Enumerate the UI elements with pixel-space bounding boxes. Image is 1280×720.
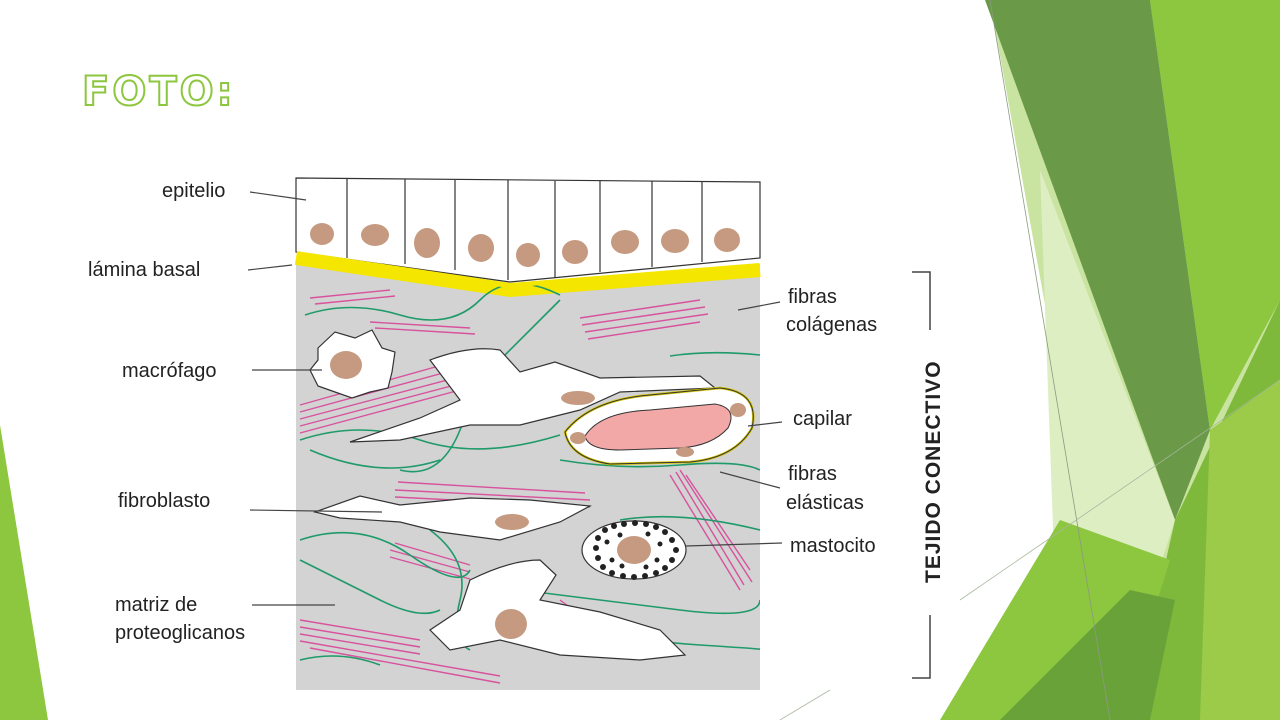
connective-tissue-bracket [912, 271, 931, 679]
basal-lamina [294, 251, 761, 298]
proteoglycan-matrix [296, 262, 760, 690]
deco-line-3 [779, 689, 831, 720]
right-mid-facet [1150, 0, 1280, 430]
label-matriz-line2: proteoglicanos [115, 622, 245, 644]
label-lamina-basal: lámina basal [88, 259, 200, 281]
label-fibroblasto: fibroblasto [118, 490, 210, 512]
epithelial-nuclei [310, 223, 740, 267]
capillary [563, 386, 755, 466]
right-dark-facet [985, 0, 1210, 520]
label-macrofago: macrófago [122, 360, 217, 382]
bottom-dark-facet [1000, 590, 1175, 720]
label-fibras-elasticas-line2: elásticas [786, 492, 864, 514]
leader-lines [247, 191, 783, 606]
label-tejido-conectivo: TEJIDO CONECTIVO [922, 360, 945, 583]
label-fibras-colagenas-line1: fibras [788, 286, 837, 308]
label-capilar: capilar [793, 408, 852, 430]
macrophage-nucleus [330, 351, 362, 379]
label-mastocito: mastocito [790, 535, 876, 557]
epithelium-layer [295, 177, 761, 283]
fibroblasts [312, 348, 717, 661]
deco-line-2 [959, 379, 1280, 601]
left-green-wedge [0, 425, 48, 720]
slide-title: FOTO: [81, 69, 236, 115]
deco-line-1 [989, 0, 1111, 720]
label-matriz-line1: matriz de [115, 594, 197, 616]
right-bright-facet [1200, 380, 1280, 720]
label-fibras-elasticas-line1: fibras [788, 463, 837, 485]
mast-cell [581, 520, 687, 580]
label-epitelio: epitelio [162, 180, 225, 202]
label-fibras-colagenas-line2: colágenas [786, 314, 877, 336]
fibroblast-nuclei [495, 391, 595, 639]
